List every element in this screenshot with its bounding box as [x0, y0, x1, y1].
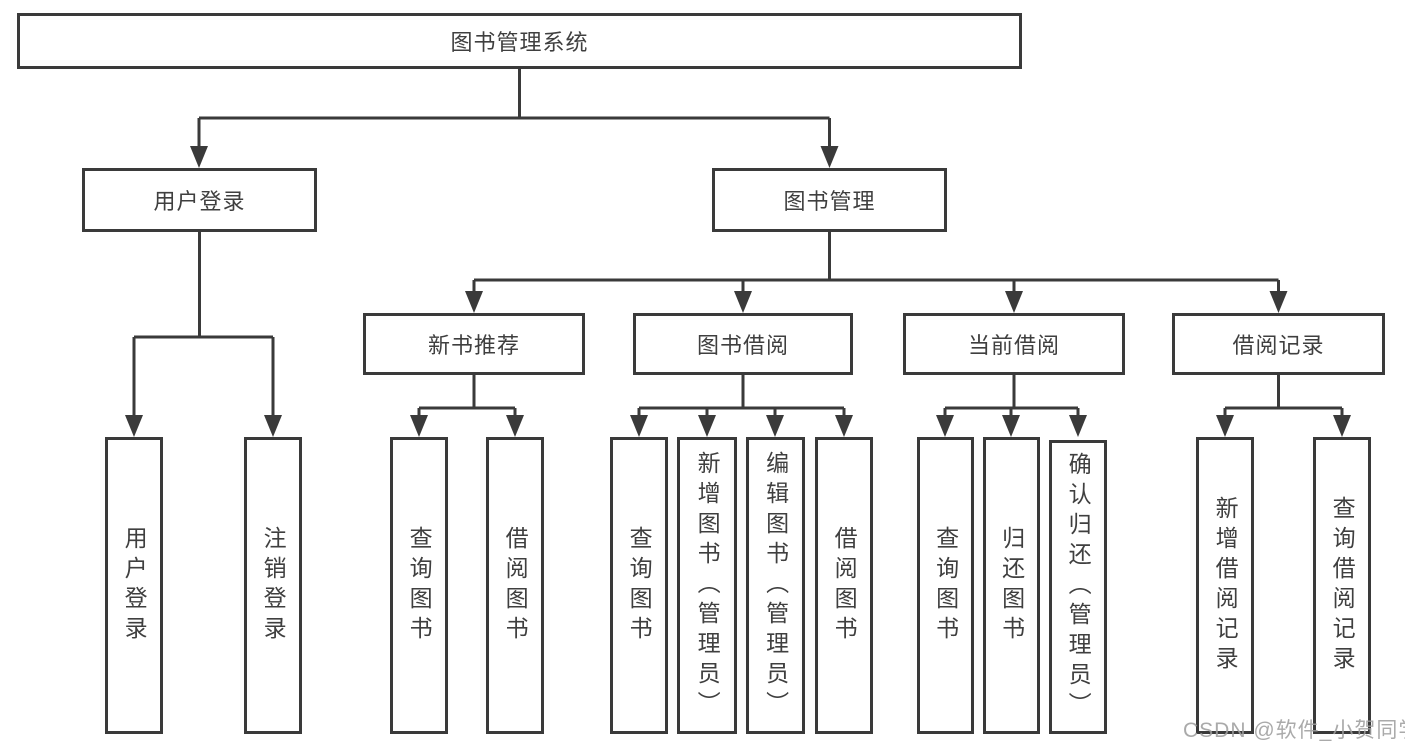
node-return-books-label: 归还图书: [998, 525, 1025, 646]
node-add-books-admin-label: 新增图书（管理员）: [694, 450, 721, 721]
node-new-book-recommend: 新书推荐: [363, 313, 585, 375]
node-confirm-return-admin: 确认归还（管理员）: [1049, 440, 1107, 734]
node-edit-books-admin-label: 编辑图书（管理员）: [762, 450, 789, 721]
node-root: 图书管理系统: [17, 13, 1022, 69]
node-query-borrow-record: 查询借阅记录: [1313, 437, 1371, 734]
node-book-borrow-label: 图书借阅: [696, 333, 789, 358]
node-root-label: 图书管理系统: [450, 30, 589, 55]
node-current-borrow-label: 当前借阅: [967, 333, 1060, 358]
node-book-management: 图书管理: [712, 168, 947, 232]
node-book-borrow: 图书借阅: [633, 313, 853, 375]
node-query-borrow-record-label: 查询借阅记录: [1329, 495, 1356, 676]
node-add-borrow-record: 新增借阅记录: [1196, 437, 1254, 734]
node-newbook-query-books: 查询图书: [390, 437, 448, 734]
node-return-books: 归还图书: [983, 437, 1040, 734]
node-add-borrow-record-label: 新增借阅记录: [1212, 495, 1239, 676]
node-newbook-borrow-books-label: 借阅图书: [502, 525, 529, 646]
node-newbook-query-books-label: 查询图书: [406, 525, 433, 646]
node-current-query-books: 查询图书: [917, 437, 974, 734]
node-current-borrow: 当前借阅: [903, 313, 1125, 375]
node-borrow-record: 借阅记录: [1172, 313, 1385, 375]
node-logout-action: 注销登录: [244, 437, 302, 734]
node-borrow-query-books-label: 查询图书: [626, 525, 653, 646]
node-book-management-label: 图书管理: [783, 189, 876, 214]
node-borrow-record-label: 借阅记录: [1232, 333, 1325, 358]
node-user-login: 用户登录: [82, 168, 317, 232]
node-logout-action-label: 注销登录: [260, 525, 287, 646]
node-new-book-recommend-label: 新书推荐: [427, 333, 520, 358]
node-user-login-action-label: 用户登录: [121, 525, 148, 646]
watermark-text: CSDN @软件_小贺同学: [1183, 719, 1405, 742]
node-add-books-admin: 新增图书（管理员）: [677, 437, 737, 734]
node-confirm-return-admin-label: 确认归还（管理员）: [1065, 452, 1092, 722]
node-current-query-books-label: 查询图书: [932, 525, 959, 646]
node-borrow-books-action-label: 借阅图书: [831, 525, 858, 646]
node-edit-books-admin: 编辑图书（管理员）: [746, 437, 805, 734]
node-user-login-label: 用户登录: [153, 189, 246, 214]
node-newbook-borrow-books: 借阅图书: [486, 437, 544, 734]
node-user-login-action: 用户登录: [105, 437, 163, 734]
node-borrow-query-books: 查询图书: [610, 437, 668, 734]
node-borrow-books-action: 借阅图书: [815, 437, 873, 734]
